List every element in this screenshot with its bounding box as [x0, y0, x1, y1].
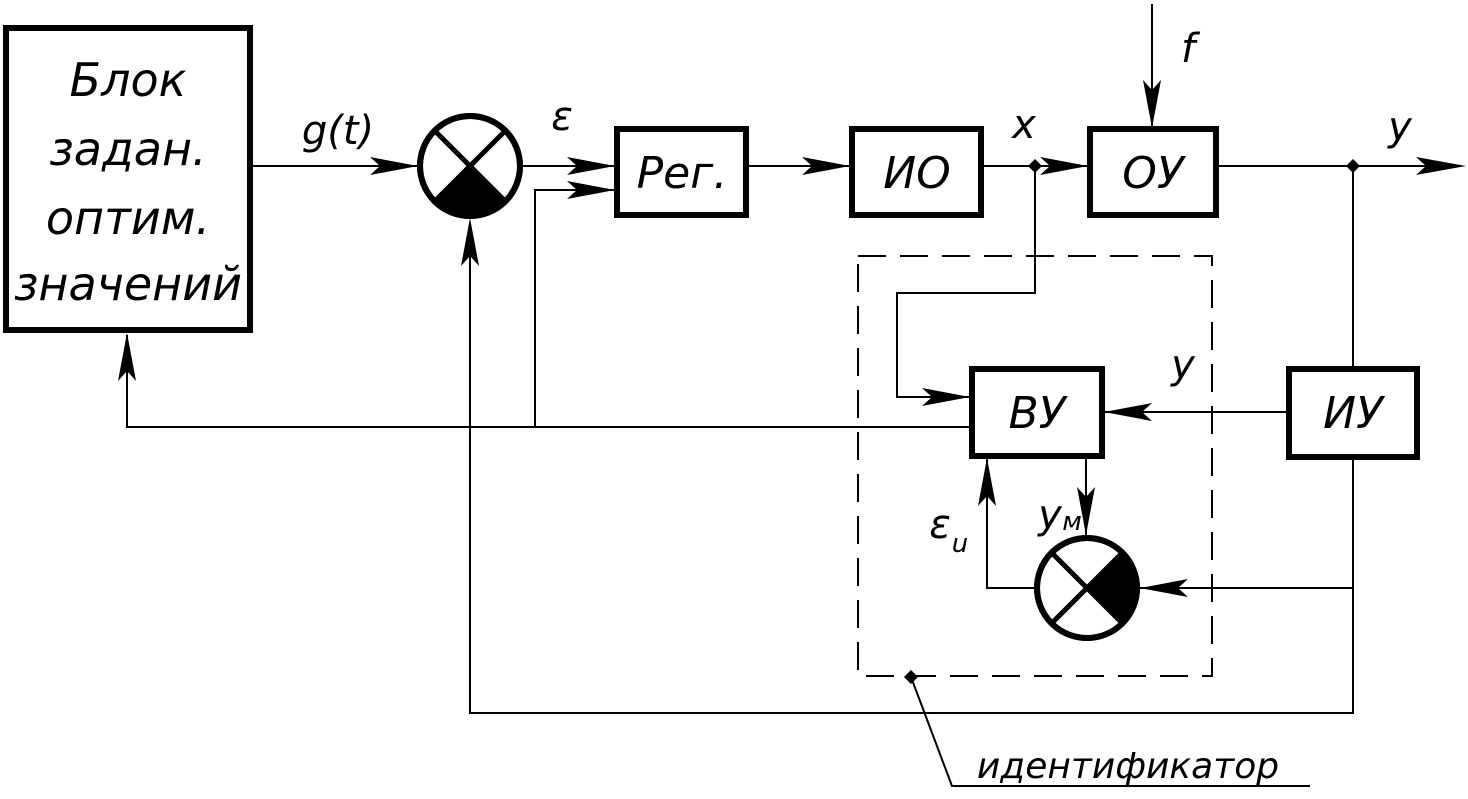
- ident-summer-filled-sector: [1087, 552, 1138, 624]
- arrow-x-into-computer: [922, 388, 970, 406]
- signal-label-f: f: [1181, 26, 1201, 72]
- plant-label: ОУ: [1122, 148, 1187, 199]
- junction-x: [1028, 159, 1042, 173]
- svg-text:y: y: [1037, 492, 1063, 538]
- signal-label-g: g(t): [302, 108, 374, 154]
- setpoint-label-line-1: Блок: [70, 53, 187, 107]
- actuator-label: ИО: [883, 148, 951, 199]
- arrow-disturbance: [1143, 80, 1161, 128]
- svg-text:ε: ε: [929, 502, 951, 548]
- arrow-into-plant: [1040, 157, 1088, 175]
- arrowheads: [118, 80, 1466, 597]
- leader-line: [910, 676, 1310, 787]
- wire-ident-summer-to-computer: [986, 458, 1034, 589]
- arrow-output: [1416, 157, 1466, 175]
- leader-anchor: [904, 670, 918, 684]
- computer-label: ВУ: [1009, 388, 1069, 439]
- svg-text:u: u: [952, 529, 968, 559]
- signal-label-y-output: y: [1387, 104, 1413, 150]
- sensor-label: ИУ: [1323, 388, 1386, 439]
- setpoint-label-line-3: оптим.: [46, 191, 210, 245]
- junction-y: [1346, 159, 1360, 173]
- arrow-into-actuator: [802, 157, 850, 175]
- signal-label-x: x: [1010, 102, 1036, 148]
- setpoint-label-line-4: значений: [14, 257, 242, 311]
- arrow-y-into-computer: [1104, 403, 1152, 421]
- arrow-y-into-ident-summer: [1140, 579, 1188, 597]
- signal-label-epsilon: ε: [551, 94, 573, 140]
- regulator-block[interactable]: Рег.: [614, 126, 749, 218]
- computer-block[interactable]: ВУ: [969, 366, 1105, 459]
- identifier-group-boundary: [857, 255, 1213, 677]
- plant-block[interactable]: ОУ: [1087, 126, 1219, 218]
- setpoint-label-line-2: задан.: [49, 122, 206, 176]
- wire-x-to-computer: [896, 166, 1036, 398]
- signal-label-epsu: ε u: [929, 502, 968, 559]
- regulator-label: Рег.: [637, 148, 728, 199]
- main-summer[interactable]: [417, 113, 523, 219]
- setpoint-block[interactable]: Блок задан. оптим. значений: [3, 25, 253, 333]
- svg-text:м: м: [1062, 507, 1082, 537]
- wire-main-feedback: [469, 230, 1354, 714]
- identifier-group-label: идентификатор: [977, 746, 1279, 787]
- identifier-summer[interactable]: [1034, 535, 1140, 641]
- arrow-feedback-into-summer: [461, 218, 479, 266]
- wire-computer-to-setpoint: [126, 335, 970, 428]
- arrow-eps-into-regulator: [567, 157, 615, 175]
- sensor-block[interactable]: ИУ: [1286, 366, 1420, 460]
- wire-computer-to-regulator: [534, 189, 615, 427]
- actuator-block[interactable]: ИО: [849, 126, 984, 218]
- arrow-gt-into-summer: [370, 157, 418, 175]
- arrow-into-setpoint: [118, 333, 136, 381]
- arrow-computer-into-regulator: [567, 181, 615, 199]
- arrow-ym-into-ident-summer: [1077, 487, 1095, 535]
- arrow-epsu-into-computer: [978, 458, 996, 506]
- signal-label-y-to-computer: y: [1170, 342, 1196, 388]
- signal-label-ym: y м: [1037, 492, 1082, 538]
- summer-filled-sector: [434, 166, 506, 217]
